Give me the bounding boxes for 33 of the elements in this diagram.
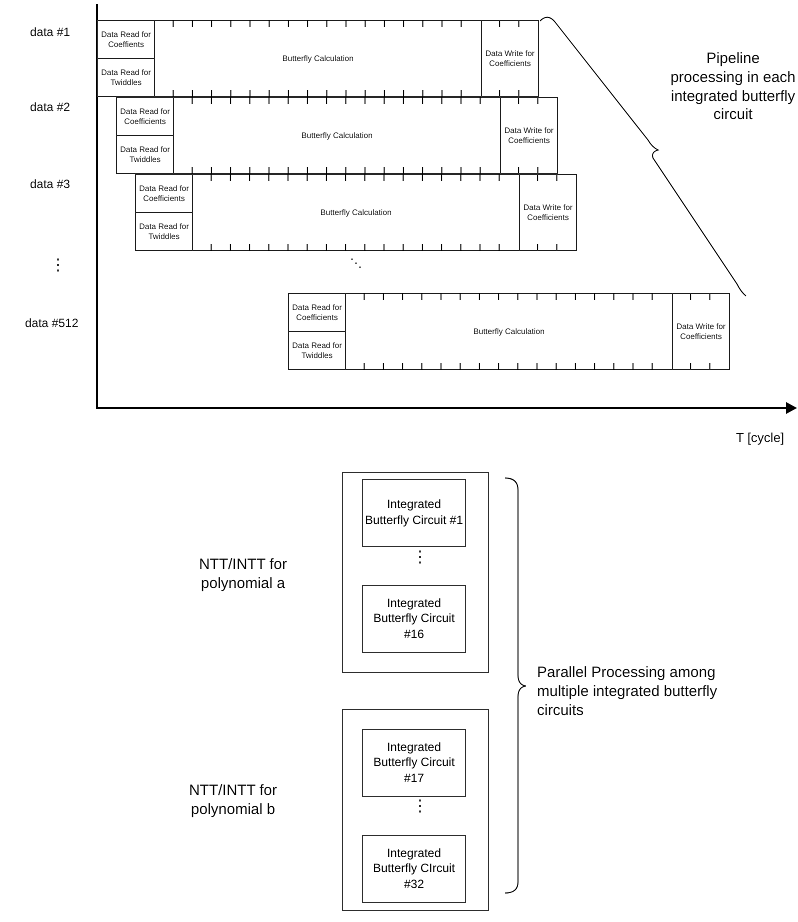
row-label: data #3 [30, 177, 70, 192]
read-stage-cell: Data Read for Twiddles [97, 58, 155, 97]
circuit-box: Integrated Butterfly CIrcuit #32 [362, 835, 466, 903]
row-label: data #512 [25, 316, 78, 331]
group-heading: NTT/INTT for polynomial b [188, 782, 278, 820]
circuit-box: Integrated Butterfly Circuit #16 [362, 585, 466, 653]
circuit-box: Integrated Butterfly Circuit #1 [362, 479, 466, 547]
ellipsis-mark: ⋱ [350, 256, 362, 271]
read-stage-cell: Data Read for Twiddles [288, 331, 346, 370]
read-stage-cell: Data Read for Coefficients [135, 174, 193, 213]
read-stage-cell: Data Read for Coefficients [116, 97, 174, 136]
group-heading: NTT/INTT for polynomial a [198, 556, 288, 594]
write-stage-cell: Data Write for Coefficients [500, 97, 558, 174]
calculation-stage-cell: Butterfly Calculation [345, 293, 673, 370]
axis-label: T [cycle] [736, 430, 784, 446]
ellipsis-mark: ⋮ [50, 256, 66, 276]
calculation-stage-cell: Butterfly Calculation [154, 20, 482, 97]
write-stage-cell: Data Write for Coefficients [519, 174, 577, 251]
row-label: data #2 [30, 100, 70, 115]
write-stage-cell: Data Write for Coefficients [481, 20, 539, 97]
circuit-box: Integrated Butterfly Circuit #17 [362, 729, 466, 797]
annotation-text: Pipeline processing in each integrated butterfly circuit [669, 50, 797, 125]
read-stage-cell: Data Read for Twiddles [135, 212, 193, 251]
annotation-text: Parallel Processing among multiple integrated butterfly circuits [537, 664, 718, 720]
read-stage-cell: Data Read for Twiddles [116, 135, 174, 174]
write-stage-cell: Data Write for Coefficients [672, 293, 730, 370]
read-stage-cell: Data Read for Coefficients [288, 293, 346, 332]
calculation-stage-cell: Butterfly Calculation [192, 174, 520, 251]
read-stage-cell: Data Read for Coeffients [97, 20, 155, 59]
ellipsis-mark: ⋮ [412, 797, 428, 817]
row-label: data #1 [30, 25, 70, 40]
ellipsis-mark: ⋮ [412, 548, 428, 568]
calculation-stage-cell: Butterfly Calculation [173, 97, 501, 174]
